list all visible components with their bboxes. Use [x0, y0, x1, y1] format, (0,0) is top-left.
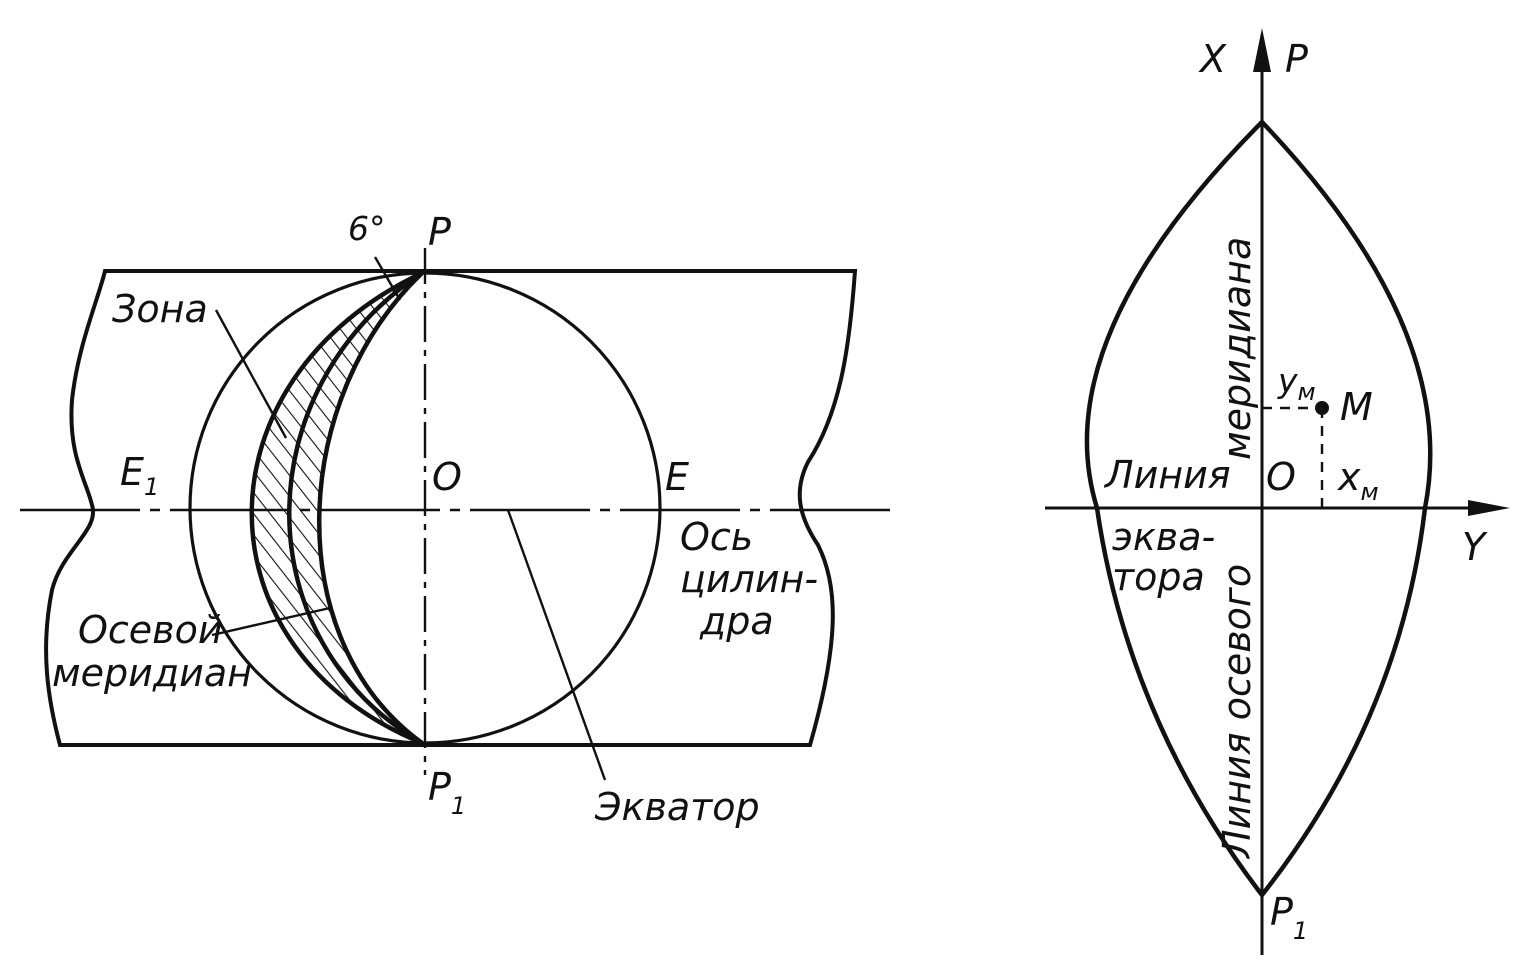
- cylinder-outline: [44, 269, 858, 747]
- zone-axial-meridian: [287, 271, 424, 745]
- meridian-vertical-bottom: Линия осевого: [1215, 564, 1259, 860]
- cylinder-axis-label-1: Ось: [680, 515, 753, 559]
- pole-top-label: P: [428, 210, 451, 254]
- right-center-label: O: [1266, 455, 1296, 499]
- axial-meridian-label-1: Осевой: [78, 608, 223, 652]
- zone-boundary-inner: [317, 271, 424, 745]
- x-axis-arrow: [1253, 28, 1271, 72]
- center-label: O: [432, 455, 462, 499]
- zone-leader: [214, 309, 288, 439]
- y-axis-arrow: [1468, 500, 1510, 516]
- y-axis-label: Y: [1462, 525, 1488, 569]
- xm-label: xм: [1337, 455, 1379, 506]
- angle-leader: [373, 256, 402, 301]
- right-pole-top-label: P: [1285, 37, 1308, 81]
- meridian-vertical-top: меридиана: [1215, 237, 1259, 460]
- axial-meridian-label-2: меридиан: [52, 651, 252, 695]
- ym-label: yм: [1277, 361, 1316, 406]
- right-figure: X P меридиана yм M Линия O xм Y эква- то…: [1045, 28, 1510, 955]
- point-m-label: M: [1340, 385, 1373, 429]
- right-pole-bottom-label: P1: [1270, 890, 1308, 945]
- left-figure: 6° P Зона E1 O E Ось цилин- дра Осевой м…: [20, 209, 898, 829]
- pole-bottom-label: P1: [428, 765, 466, 820]
- cylinder-axis-label-2: цилин-: [680, 557, 818, 601]
- angle-label: 6°: [348, 209, 386, 248]
- meridian-leader: [211, 606, 331, 637]
- east-label: E: [665, 455, 689, 499]
- equator-label: Экватор: [594, 785, 760, 829]
- zone-boundary-outer: [249, 270, 423, 746]
- x-axis-label: X: [1198, 37, 1227, 81]
- cylinder-axis-label-3: дра: [699, 599, 774, 643]
- e1-label: E1: [120, 450, 159, 501]
- zone-label: Зона: [112, 287, 208, 331]
- equator-leader: [506, 509, 607, 781]
- equator-line-label: Линия: [1103, 453, 1231, 497]
- zone-hatched: [251, 273, 422, 743]
- equator-word-2: тора: [1112, 555, 1205, 599]
- equator-word-1: эква-: [1112, 515, 1215, 559]
- point-m: [1315, 401, 1329, 415]
